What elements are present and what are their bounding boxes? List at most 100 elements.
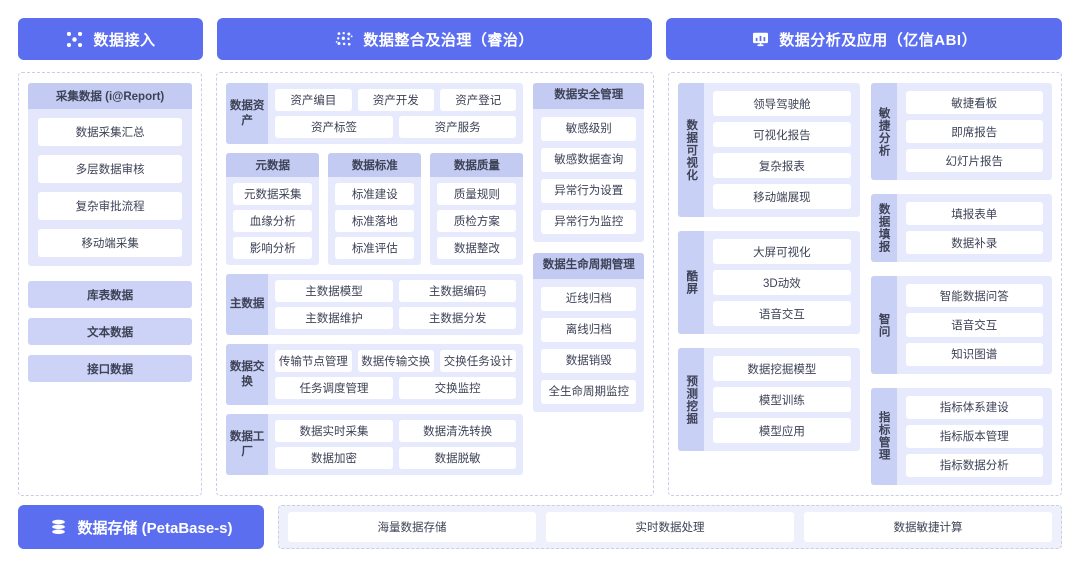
list-item[interactable]: 数据加密 xyxy=(275,447,393,469)
dots-grid-icon xyxy=(336,31,353,46)
list-item-line2: 监控 xyxy=(606,385,630,398)
list-item[interactable]: 大屏可视化 xyxy=(713,239,851,264)
list-item[interactable]: 领导驾驶舱 xyxy=(713,91,851,116)
list-item[interactable]: 幻灯片报告 xyxy=(905,149,1044,173)
data-source-list: 库表数据 文本数据 接口数据 xyxy=(28,281,193,382)
list-item[interactable]: 移动端采集 xyxy=(38,229,183,257)
group-data-standard: 数据标准 标准建设 标准落地 标准评估 xyxy=(328,153,422,265)
header-pill-data-governance[interactable]: 数据整合及治理（睿治） xyxy=(216,18,653,60)
header-pill-data-ingest[interactable]: 数据接入 xyxy=(18,18,203,60)
list-item[interactable]: 复杂审批流程 xyxy=(38,192,183,220)
list-item-line1: 全生命周期 xyxy=(548,385,607,398)
group-data-quality: 数据质量 质量规则 质检方案 数据整改 xyxy=(430,153,524,265)
list-item[interactable]: 数据销毁 xyxy=(541,349,637,373)
list-item[interactable]: 知识图谱 xyxy=(905,342,1044,366)
list-item[interactable]: 数据敏捷计算 xyxy=(804,512,1052,542)
list-item[interactable]: 资产开发 xyxy=(357,89,435,111)
list-item[interactable]: 指标体系建设 xyxy=(905,395,1044,419)
list-item[interactable]: 离线归档 xyxy=(541,318,637,342)
list-item[interactable]: 复杂报表 xyxy=(713,153,851,178)
list-item[interactable]: 异常行为监控 xyxy=(541,210,637,234)
list-item[interactable]: 数据清洗转换 xyxy=(398,420,517,442)
list-item[interactable]: 主数据维护 xyxy=(275,307,393,329)
list-item[interactable]: 指标版本管理 xyxy=(905,424,1044,448)
list-item[interactable]: 交换监控 xyxy=(398,377,517,399)
list-item[interactable]: 多层数据审核 xyxy=(38,155,183,183)
list-item[interactable]: 交换任务设计 xyxy=(440,350,517,372)
analytics-left-column: 数据可视化 领导驾驶舱 可视化报告 复杂报表 移动端展现 酷屏 大屏可视化 3D… xyxy=(678,83,860,485)
group-title-line2: 周期管理 xyxy=(588,259,635,272)
list-item[interactable]: 语音交互 xyxy=(905,313,1044,337)
list-item[interactable]: 指标数据分析 xyxy=(905,453,1044,478)
group-data-visualization: 数据可视化 领导驾驶舱 可视化报告 复杂报表 移动端展现 xyxy=(678,83,860,217)
group-title: 数据质量 xyxy=(430,153,524,177)
list-item[interactable]: 实时数据处理 xyxy=(546,512,794,542)
list-item[interactable]: 敏感数据查询 xyxy=(541,148,637,172)
list-item[interactable]: 敏感级别 xyxy=(541,117,637,141)
analytics-right-column: 敏捷分析 敏捷看板 即席报告 幻灯片报告 数据填报 填报表单 数据补录 智问 xyxy=(870,83,1053,486)
list-item[interactable]: 主数据分发 xyxy=(398,307,517,329)
list-item[interactable]: 模型训练 xyxy=(713,387,851,412)
list-item[interactable]: 质检方案 xyxy=(437,210,517,232)
governance-main-column: 数据资产 资产编目 资产开发 资产登记 资产标签 资产服务 xyxy=(226,83,524,485)
list-item[interactable]: 智能数据问答 xyxy=(905,284,1044,308)
list-item[interactable]: 接口数据 xyxy=(28,355,193,382)
list-item[interactable]: 标准建设 xyxy=(335,183,415,205)
group-title: 数据生命 周期管理 xyxy=(533,253,645,279)
group-metadata: 元数据 元数据采集 血缘分析 影响分析 xyxy=(226,153,320,265)
list-item[interactable]: 数据挖掘模型 xyxy=(713,356,851,381)
list-item[interactable]: 即席报告 xyxy=(905,120,1044,144)
list-item[interactable]: 敏捷看板 xyxy=(905,91,1044,115)
list-item[interactable]: 3D动效 xyxy=(713,270,851,295)
list-item[interactable]: 标准落地 xyxy=(335,210,415,232)
list-item[interactable]: 模型应用 xyxy=(713,418,851,443)
list-item[interactable]: 库表数据 xyxy=(28,281,193,308)
list-item[interactable]: 资产服务 xyxy=(398,116,517,138)
list-item[interactable]: 标准评估 xyxy=(335,237,415,259)
list-item[interactable]: 填报表单 xyxy=(905,202,1044,226)
list-item[interactable]: 数据采集汇总 xyxy=(38,118,183,146)
list-item[interactable]: 移动端展现 xyxy=(713,184,851,209)
list-item[interactable]: 资产编目 xyxy=(275,89,352,111)
group-label: 指标管理 xyxy=(870,387,897,486)
list-item[interactable]: 数据传输交换 xyxy=(357,350,435,372)
group-label: 主数据 xyxy=(226,274,269,335)
header-pill-row: 数据接入 数据整合及治理（睿治） xyxy=(18,18,1062,60)
list-item[interactable]: 语音交互 xyxy=(713,301,851,326)
collect-data-items: 数据采集汇总 多层数据审核 复杂审批流程 移动端采集 xyxy=(28,109,192,257)
list-item[interactable]: 数据脱敏 xyxy=(398,447,517,469)
list-item[interactable]: 近线归档 xyxy=(541,287,637,311)
list-item[interactable]: 主数据编码 xyxy=(398,280,517,302)
list-item[interactable]: 数据补录 xyxy=(905,231,1044,255)
list-item[interactable]: 异常行为设置 xyxy=(541,179,637,203)
list-item[interactable]: 全生命周期 监控 xyxy=(541,380,637,404)
list-item[interactable]: 传输节点管理 xyxy=(275,350,352,372)
header-pill-data-analytics[interactable]: 数据分析及应用（亿信ABI） xyxy=(666,18,1062,60)
list-item[interactable]: 数据整改 xyxy=(437,237,517,259)
storage-pill-label: 数据存储 (PetaBase-s) xyxy=(77,519,233,537)
list-item[interactable]: 元数据采集 xyxy=(233,183,313,205)
list-item[interactable]: 资产标签 xyxy=(275,116,393,138)
group-metric-management: 指标管理 指标体系建设 指标版本管理 指标数据分析 xyxy=(870,387,1053,486)
list-item[interactable]: 文本数据 xyxy=(28,318,193,345)
list-item[interactable]: 海量数据存储 xyxy=(288,512,536,542)
group-cool-screen: 酷屏 大屏可视化 3D动效 语音交互 xyxy=(678,231,860,334)
header-pill-label: 数据接入 xyxy=(93,31,156,49)
list-item[interactable]: 任务调度管理 xyxy=(275,377,393,399)
group-data-security: 数据安全管理 敏感级别 敏感数据查询 异常行为设置 异常行为监控 xyxy=(533,83,645,242)
list-item[interactable]: 资产登记 xyxy=(440,89,517,111)
storage-pill[interactable]: 数据存储 (PetaBase-s) xyxy=(18,505,264,549)
group-label: 数据交换 xyxy=(226,344,269,405)
list-item[interactable]: 质量规则 xyxy=(437,183,517,205)
group-label: 数据填报 xyxy=(870,194,897,263)
list-item[interactable]: 主数据模型 xyxy=(275,280,393,302)
list-item[interactable]: 数据实时采集 xyxy=(275,420,393,442)
group-title: 元数据 xyxy=(226,153,320,177)
list-item[interactable]: 血缘分析 xyxy=(233,210,313,232)
list-item[interactable]: 可视化报告 xyxy=(713,122,851,147)
group-agile-analysis: 敏捷分析 敏捷看板 即席报告 幻灯片报告 xyxy=(870,83,1053,181)
group-data-factory: 数据工厂 数据实时采集 数据清洗转换 数据加密 数据脱敏 xyxy=(226,414,524,475)
group-data-lifecycle: 数据生命 周期管理 近线归档 离线归档 数据销毁 全生命周期 监控 xyxy=(533,253,645,412)
group-title: 数据标准 xyxy=(328,153,422,177)
list-item[interactable]: 影响分析 xyxy=(233,237,313,259)
